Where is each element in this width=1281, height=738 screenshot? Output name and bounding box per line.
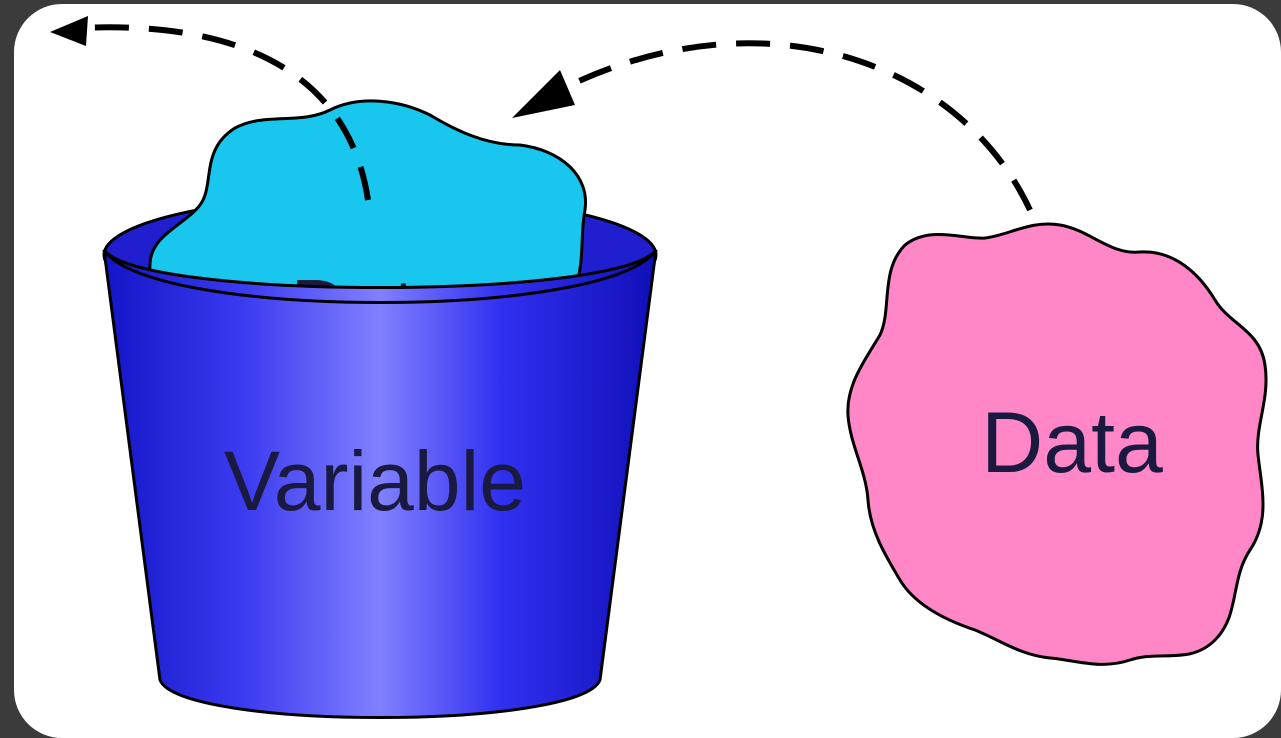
outer-blob-label: Data: [981, 395, 1163, 491]
bucket-label: Variable: [224, 434, 526, 528]
outer-data-blob: [846, 222, 1268, 666]
arrow-data-into-variable: [558, 40, 1033, 212]
arrow-head-out-of-variable: [50, 16, 88, 46]
arrow-data-out-of-variable: [79, 24, 371, 201]
arrow-head-into-variable: [512, 70, 575, 118]
bucket-rim-front: [102, 249, 658, 304]
